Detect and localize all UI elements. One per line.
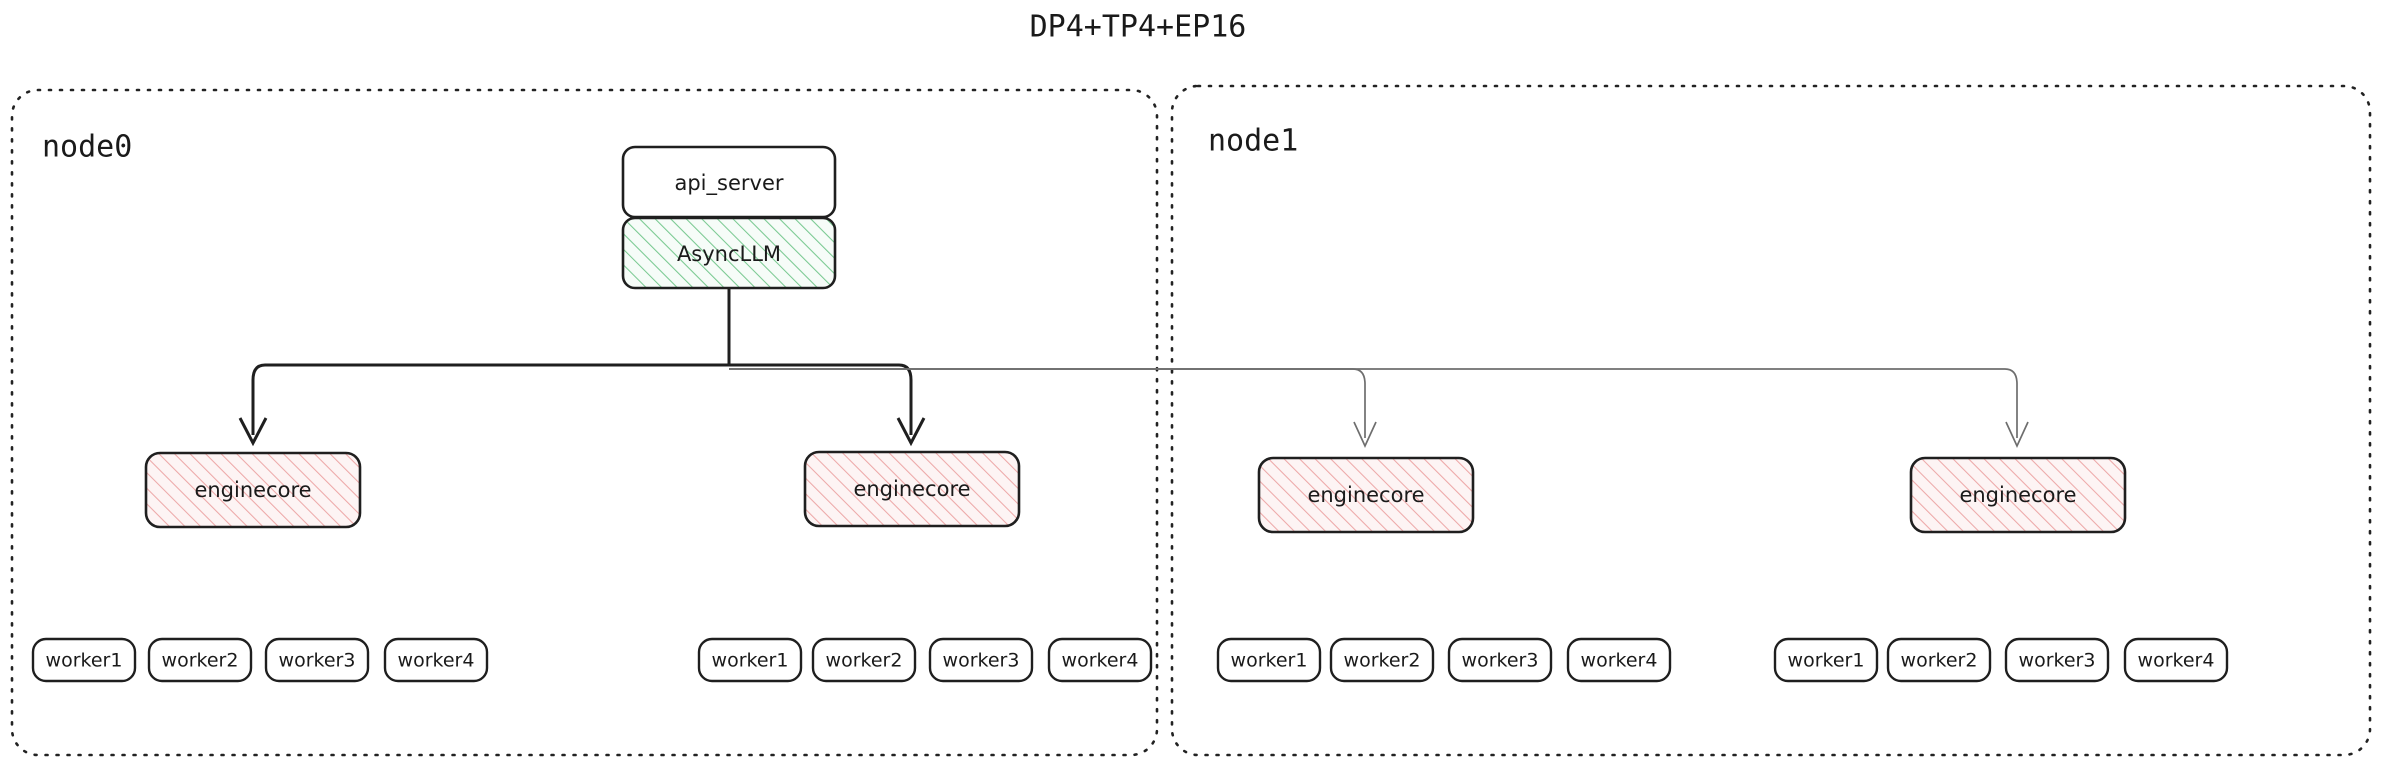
worker-box-node1-1-0[interactable] <box>1773 637 1879 683</box>
worker-box-node0-0-2[interactable] <box>264 637 370 683</box>
worker-label-node0-0-2: worker3 <box>279 650 356 672</box>
edge-asyncllm-to-enginecore-1-0 <box>729 368 1366 438</box>
enginecore-box-node0-1[interactable] <box>803 450 1021 528</box>
worker-label-node1-0-1: worker2 <box>1344 650 1421 672</box>
worker-box-node0-0-0[interactable] <box>31 637 137 683</box>
worker-label-node0-1-2: worker3 <box>943 650 1020 672</box>
enginecore-box-node0-0[interactable] <box>144 451 362 529</box>
worker-box-node1-0-1[interactable] <box>1329 637 1435 683</box>
node-label-node0: node0 <box>42 130 132 165</box>
edge-asyncllm-to-enginecore-1-1 <box>729 368 2018 438</box>
worker-label-node1-0-3: worker4 <box>1581 650 1658 672</box>
worker-box-node1-1-3[interactable] <box>2123 637 2229 683</box>
worker-label-node0-1-1: worker2 <box>826 650 903 672</box>
worker-box-node1-0-0[interactable] <box>1216 637 1322 683</box>
enginecore-label-node1-0: enginecore <box>1307 483 1424 507</box>
worker-box-node0-1-0[interactable] <box>697 637 803 683</box>
worker-box-node0-1-3[interactable] <box>1047 637 1153 683</box>
worker-box-node1-0-3[interactable] <box>1566 637 1672 683</box>
worker-label-node1-1-2: worker3 <box>2019 650 2096 672</box>
worker-label-node1-0-0: worker1 <box>1231 650 1308 672</box>
worker-box-node1-1-1[interactable] <box>1886 637 1992 683</box>
worker-label-node0-1-0: worker1 <box>712 650 789 672</box>
worker-box-node0-1-2[interactable] <box>928 637 1034 683</box>
worker-box-node1-1-2[interactable] <box>2004 637 2110 683</box>
arrowhead-enginecore-1-0 <box>1353 421 1377 449</box>
worker-label-node1-1-3: worker4 <box>2138 650 2215 672</box>
node-container-node1 <box>1170 84 2372 757</box>
worker-box-node0-1-1[interactable] <box>811 637 917 683</box>
enginecore-label-node0-1: enginecore <box>853 477 970 501</box>
edge-asyncllm-to-enginecore-0-1 <box>729 363 913 435</box>
diagram-title: DP4+TP4+EP16 <box>1030 10 1247 45</box>
node-container-node0 <box>10 88 1159 757</box>
enginecore-box-node1-0[interactable] <box>1257 456 1475 534</box>
edge-asyncllm-to-enginecore-0-0 <box>251 363 729 435</box>
worker-label-node1-0-2: worker3 <box>1462 650 1539 672</box>
arrowhead-enginecore-0-0 <box>238 417 268 447</box>
worker-label-node0-0-3: worker4 <box>398 650 475 672</box>
worker-label-node0-1-3: worker4 <box>1062 650 1139 672</box>
enginecore-label-node1-1: enginecore <box>1959 483 2076 507</box>
enginecore-label-node0-0: enginecore <box>194 478 311 502</box>
enginecore-box-node1-1[interactable] <box>1909 456 2127 534</box>
async-llm-label: AsyncLLM <box>677 242 781 266</box>
worker-label-node1-1-0: worker1 <box>1788 650 1865 672</box>
arrowhead-enginecore-1-1 <box>2005 421 2029 449</box>
worker-box-node1-0-2[interactable] <box>1447 637 1553 683</box>
node-label-node1: node1 <box>1208 124 1298 159</box>
arrowhead-enginecore-0-1 <box>896 417 926 447</box>
worker-box-node0-0-3[interactable] <box>383 637 489 683</box>
worker-label-node1-1-1: worker2 <box>1901 650 1978 672</box>
worker-label-node0-0-1: worker2 <box>162 650 239 672</box>
worker-box-node0-0-1[interactable] <box>147 637 253 683</box>
api-server-label: api_server <box>674 171 783 196</box>
worker-label-node0-0-0: worker1 <box>46 650 123 672</box>
